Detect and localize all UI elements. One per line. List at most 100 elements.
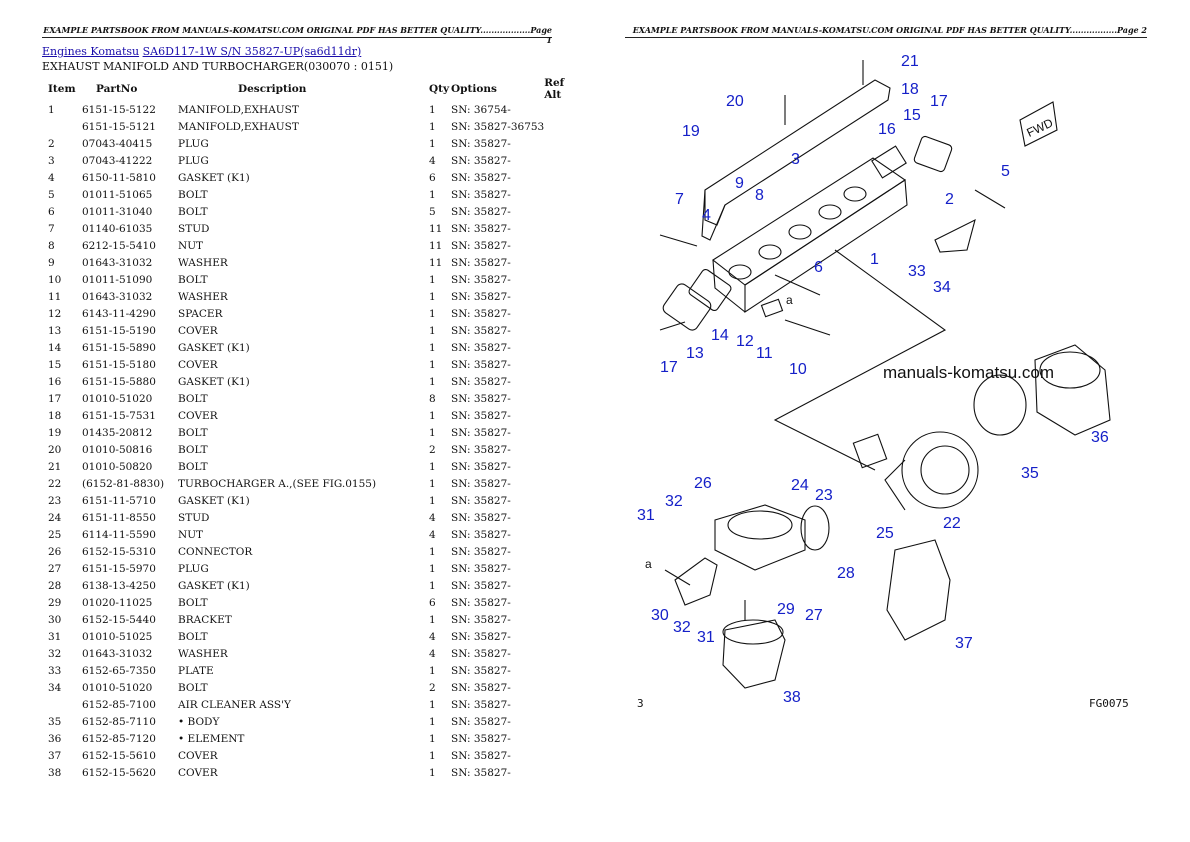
cell-ref-alt <box>544 220 584 237</box>
cell-description: • BODY <box>178 715 220 728</box>
cell-ref-alt <box>544 645 584 662</box>
callout-31: 31 <box>637 507 655 524</box>
cell-partno: 01010-50816 <box>82 443 153 456</box>
cell-partno: 6151-15-5190 <box>82 324 156 337</box>
cell-partno: 6152-85-7120 <box>82 732 156 745</box>
connector-26-shape <box>714 504 806 571</box>
cell-ref-alt <box>544 152 584 169</box>
callout-32: 32 <box>665 493 683 510</box>
cell-partno: 6152-15-5310 <box>82 545 156 558</box>
gasket-14-shape <box>688 268 732 312</box>
cell-options: SN: 35827- <box>451 647 511 660</box>
cell-ref-alt <box>544 662 584 679</box>
cell-partno: 01010-51020 <box>82 681 153 694</box>
cell-ref-alt <box>544 305 584 322</box>
cell-description: PLUG <box>178 562 209 575</box>
parts-table: Item PartNo Description Qty Options Ref … <box>42 77 584 781</box>
cell-ref-alt <box>544 254 584 271</box>
cell-options: SN: 36754- <box>451 103 511 116</box>
callout-24: 24 <box>791 477 809 494</box>
callout-28: 28 <box>837 565 855 582</box>
cell-options: SN: 35827- <box>451 528 511 541</box>
cell-description: STUD <box>178 222 210 235</box>
cell-description: COVER <box>178 749 218 762</box>
cell-options: SN: 35827- <box>451 562 511 575</box>
cell-partno: 01643-31032 <box>82 256 153 269</box>
cell-partno: 6152-15-5440 <box>82 613 156 626</box>
callout-10: 10 <box>789 361 807 378</box>
breadcrumb-link-model[interactable]: SA6D117-1W S/N 35827-UP(sa6d11dr) <box>142 45 362 58</box>
cell-partno: 6151-15-5180 <box>82 358 156 371</box>
cell-description: BOLT <box>178 681 208 694</box>
cell-ref-alt <box>544 594 584 611</box>
cell-item: 1 <box>48 103 55 116</box>
cell-ref-alt <box>544 679 584 696</box>
cover-38-shape <box>722 619 786 689</box>
cell-item: 14 <box>48 341 62 354</box>
callout-31b: 31 <box>697 629 715 646</box>
cell-qty: 1 <box>429 749 436 762</box>
cell-options: SN: 35827- <box>451 477 511 490</box>
cell-qty: 1 <box>429 409 436 422</box>
cell-qty: 1 <box>429 307 436 320</box>
cell-item: 5 <box>48 188 55 201</box>
cell-item: 11 <box>48 290 62 303</box>
callout-18: 18 <box>901 81 919 98</box>
cell-qty: 1 <box>429 766 436 779</box>
cell-description: BOLT <box>178 460 208 473</box>
cell-options: SN: 35827- <box>451 545 511 558</box>
cell-item: 25 <box>48 528 62 541</box>
cell-partno: 6151-11-5710 <box>82 494 156 507</box>
cell-item: 29 <box>48 596 62 609</box>
connector-flange-shape <box>727 510 793 540</box>
callout-15: 15 <box>903 107 921 124</box>
callout-1: 1 <box>870 251 879 268</box>
cell-qty: 1 <box>429 562 436 575</box>
bolt-10 <box>784 319 831 336</box>
cell-item: 36 <box>48 732 62 745</box>
cell-item: 3 <box>48 154 55 167</box>
cell-item: 23 <box>48 494 62 507</box>
cell-partno: 01010-51025 <box>82 630 153 643</box>
callout-20: 20 <box>726 93 744 110</box>
cell-ref-alt <box>544 611 584 628</box>
callout-34: 34 <box>933 279 951 296</box>
cell-item: 24 <box>48 511 62 524</box>
cell-ref-alt <box>544 713 584 730</box>
cell-description: BOLT <box>178 596 208 609</box>
callout-30: 30 <box>651 607 669 624</box>
manifold-port-4 <box>818 204 842 220</box>
cell-qty: 6 <box>429 171 436 184</box>
cell-qty: 1 <box>429 188 436 201</box>
cell-options: SN: 35827- <box>451 749 511 762</box>
cell-item: 32 <box>48 647 62 660</box>
cell-description: SPACER <box>178 307 223 320</box>
cell-ref-alt <box>544 135 584 152</box>
breadcrumb-link-engines[interactable]: Engines Komatsu <box>42 45 140 58</box>
cell-partno: 6212-15-5410 <box>82 239 156 252</box>
callout-21: 21 <box>901 53 919 70</box>
turbo-housing-shape <box>901 431 979 509</box>
cell-description: BOLT <box>178 392 208 405</box>
cover-37-shape <box>886 539 951 641</box>
cell-partno: 6152-15-5610 <box>82 749 156 762</box>
header-ref-alt: Ref Alt <box>544 77 565 101</box>
cell-options: SN: 35827- <box>451 664 511 677</box>
cell-item: 22 <box>48 477 62 490</box>
cell-qty: 1 <box>429 545 436 558</box>
cell-options: SN: 35827- <box>451 681 511 694</box>
heat-cover-shape <box>704 79 891 226</box>
cell-options: SN: 35827- <box>451 392 511 405</box>
cell-ref-alt <box>544 560 584 577</box>
cell-ref-alt <box>544 203 584 220</box>
cell-item: 17 <box>48 392 62 405</box>
cell-description: GASKET (K1) <box>178 375 250 388</box>
